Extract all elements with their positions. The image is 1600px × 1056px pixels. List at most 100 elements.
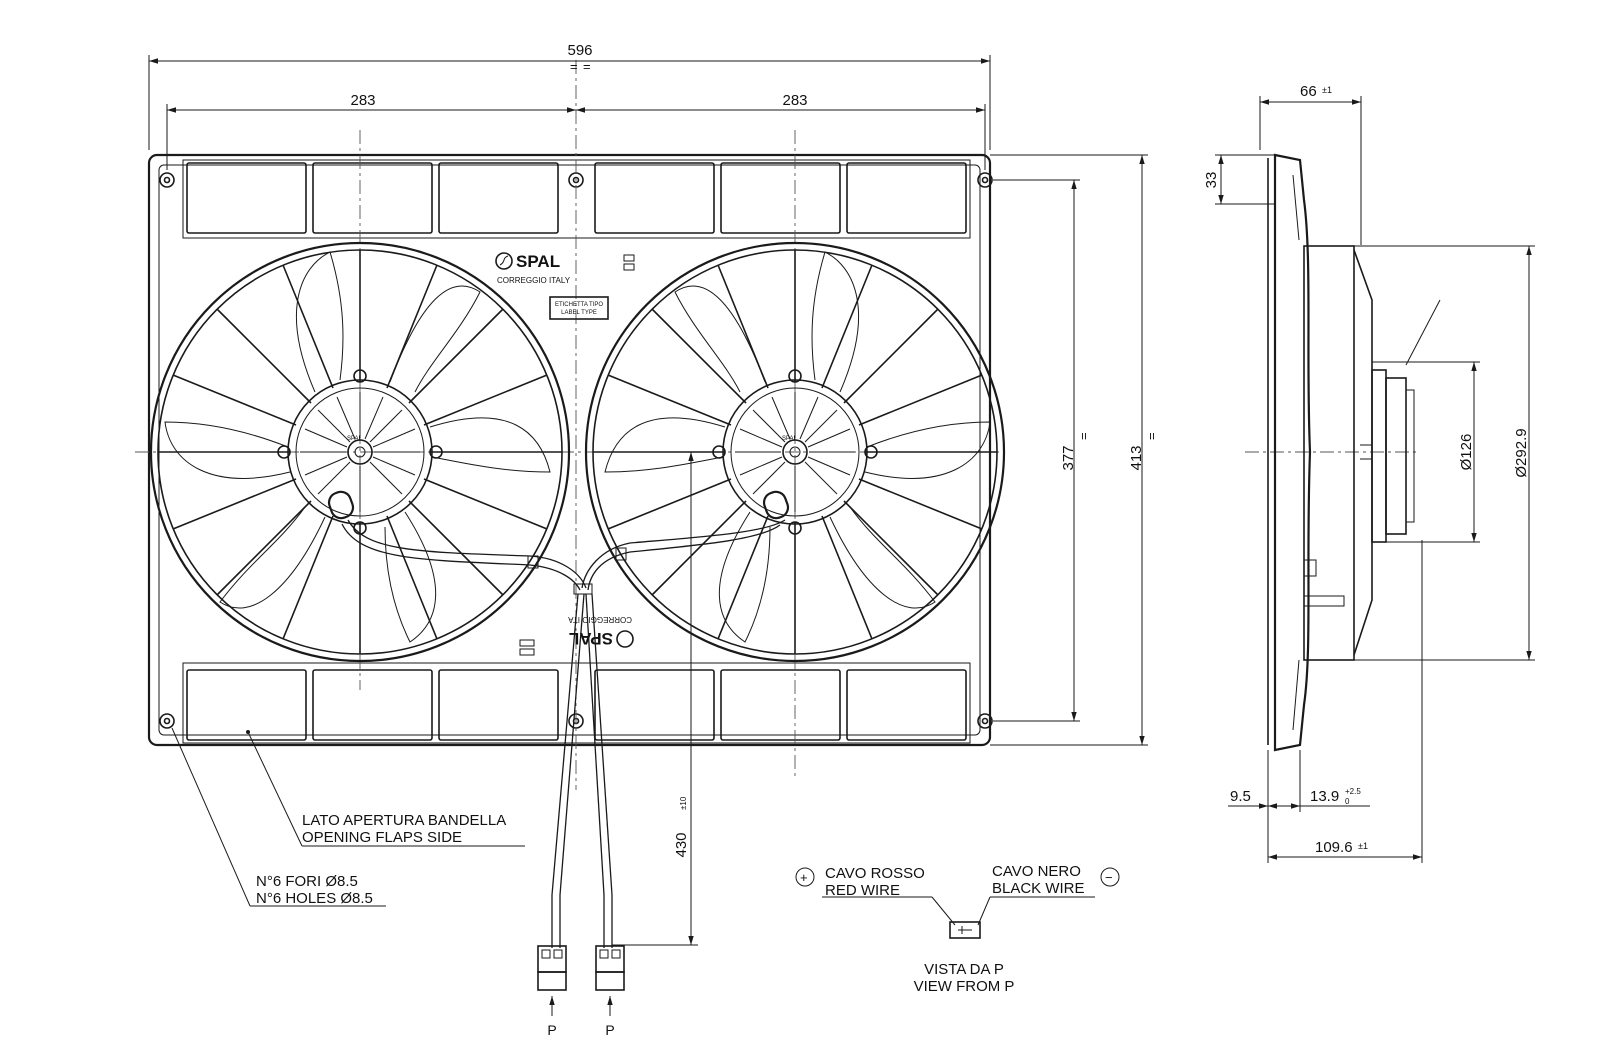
- view-label-it: VISTA DA P: [924, 961, 1004, 978]
- right-motor-ribs: [735, 392, 855, 512]
- side-top-offset: 33: [1203, 172, 1220, 189]
- minus-symbol-icon: [1100, 867, 1120, 887]
- top-frame: [182, 159, 971, 239]
- flaps-side-label-it: LATO APERTURA BANDELLA: [302, 812, 506, 829]
- plus-symbol-icon: [795, 867, 815, 887]
- right-motor-bolt-right: [864, 445, 878, 459]
- flap-top-4: [594, 162, 715, 234]
- flap-top-2: [312, 162, 433, 234]
- wiring-harness: [341, 519, 786, 1016]
- label-type-line2: LABEL TYPE: [561, 310, 597, 316]
- dim-hole-height: 377: [1060, 445, 1077, 470]
- plus-symbol: +: [800, 870, 808, 885]
- left-motor-bolt-top: [353, 369, 367, 383]
- brand-marking-bottom-mirrored: SPAL CORREGGIO ITA: [567, 615, 634, 648]
- dim-half-left: 283: [350, 92, 375, 109]
- left-motor-bolt-right: [429, 445, 443, 459]
- side-flap-tol-sub: 0: [1345, 797, 1350, 806]
- flap-bottom-2: [312, 669, 433, 741]
- dim-half-right: 283: [782, 92, 807, 109]
- flap-bottom-6: [846, 669, 967, 741]
- brand-name: SPAL: [516, 252, 560, 271]
- mount-hole-bottom-right: [977, 713, 993, 729]
- left-motor-housing: [287, 379, 433, 525]
- right-fan: [584, 241, 1006, 663]
- bottom-frame: [182, 662, 971, 744]
- spal-logo-icon: [495, 252, 513, 270]
- dim-overall-width-equal-right: =: [583, 59, 591, 74]
- side-motor-can: [1371, 369, 1387, 543]
- dim-overall-height-equal: =: [1144, 432, 1159, 440]
- shroud-inner-edge: [158, 164, 981, 736]
- flaps-side-label-en: OPENING FLAPS SIDE: [302, 829, 462, 846]
- right-motor-housing: [722, 379, 868, 525]
- left-fan-spokes: [158, 250, 562, 654]
- dim-cable-length: 430: [673, 832, 690, 857]
- label-type-line1: ETICHETTA TIPO: [555, 302, 603, 308]
- side-flange-thickness: 9.5: [1230, 788, 1251, 805]
- side-motor-diameter: Ø126: [1458, 434, 1475, 471]
- left-fan-blades: [164, 251, 551, 643]
- flap-top-1: [186, 162, 307, 234]
- minus-symbol: −: [1105, 870, 1113, 885]
- holes-label-it: N°6 FORI Ø8.5: [256, 873, 358, 890]
- left-motor-cable-gland: [327, 490, 355, 520]
- shroud-front-view: [147, 153, 992, 747]
- side-depth-top-tol: ±1: [1322, 85, 1332, 95]
- dim-hole-height-equal: =: [1076, 432, 1091, 440]
- wire-polarity-detail: [795, 867, 1120, 939]
- side-flap-depth: 13.9: [1310, 788, 1339, 805]
- left-motor-ribs: [300, 392, 420, 512]
- brand-name-mirrored: SPAL: [569, 629, 613, 648]
- side-total-depth: 109.6: [1315, 839, 1353, 856]
- red-wire-label-it: CAVO ROSSO: [825, 865, 925, 882]
- view-arrow-label-right: P: [605, 1022, 614, 1038]
- connector-face-view: [949, 921, 981, 939]
- flap-bottom-4: [594, 669, 715, 741]
- right-motor-bolt-bottom: [788, 521, 802, 535]
- left-motor-logo: SPAL: [347, 436, 363, 442]
- side-fan-diameter: Ø292.9: [1513, 428, 1530, 477]
- bottom-flap-row: [186, 669, 967, 741]
- right-motor-bolt-top: [788, 369, 802, 383]
- side-shroud-profile: [1273, 153, 1312, 752]
- left-motor-hub: [347, 439, 373, 465]
- flap-top-6: [846, 162, 967, 234]
- black-wire-label-it: CAVO NERO: [992, 863, 1081, 880]
- side-fan-body: [1303, 245, 1355, 661]
- front-dimensions: [148, 55, 1148, 946]
- side-total-depth-tol: ±1: [1358, 841, 1368, 851]
- right-motor-logo: SPAL: [782, 436, 798, 442]
- leaders: [171, 727, 525, 907]
- mount-hole-top-right: [977, 172, 993, 188]
- flap-top-5: [720, 162, 841, 234]
- right-fan-ring-outer: [584, 241, 1006, 663]
- dim-cable-length-tol: ±10: [679, 796, 688, 810]
- left-motor-bolt-left: [277, 445, 291, 459]
- view-arrow-label-left: P: [547, 1022, 556, 1038]
- spal-logo-icon-mirrored: [616, 630, 634, 648]
- brand-origin-mirrored: CORREGGIO ITA: [567, 615, 632, 624]
- top-flap-row: [186, 162, 967, 234]
- mounting-holes: [159, 172, 993, 729]
- label-type-box: [549, 296, 609, 320]
- flap-bottom-3: [438, 669, 559, 741]
- right-motor-hub: [782, 439, 808, 465]
- mount-hole-bottom-left: [159, 713, 175, 729]
- side-depth-top: 66: [1300, 83, 1317, 100]
- right-motor-bolt-left: [712, 445, 726, 459]
- dim-overall-height: 413: [1128, 445, 1145, 470]
- brand-marking-top: SPAL CORREGGIO ITALY ETICHETTA TIPO LABE…: [495, 252, 635, 320]
- flap-top-3: [438, 162, 559, 234]
- side-view: [1267, 153, 1441, 752]
- flap-bottom-5: [720, 669, 841, 741]
- dim-overall-width-equal-left: =: [570, 59, 578, 74]
- centerlines: [135, 60, 1420, 790]
- side-flap-tol-sup: +2.5: [1345, 787, 1361, 796]
- view-label-en: VIEW FROM P: [914, 978, 1015, 995]
- left-fan: [149, 241, 571, 663]
- right-motor-cable-gland: [762, 490, 790, 520]
- dim-overall-width: 596: [567, 42, 592, 59]
- holes-label-en: N°6 HOLES Ø8.5: [256, 890, 373, 907]
